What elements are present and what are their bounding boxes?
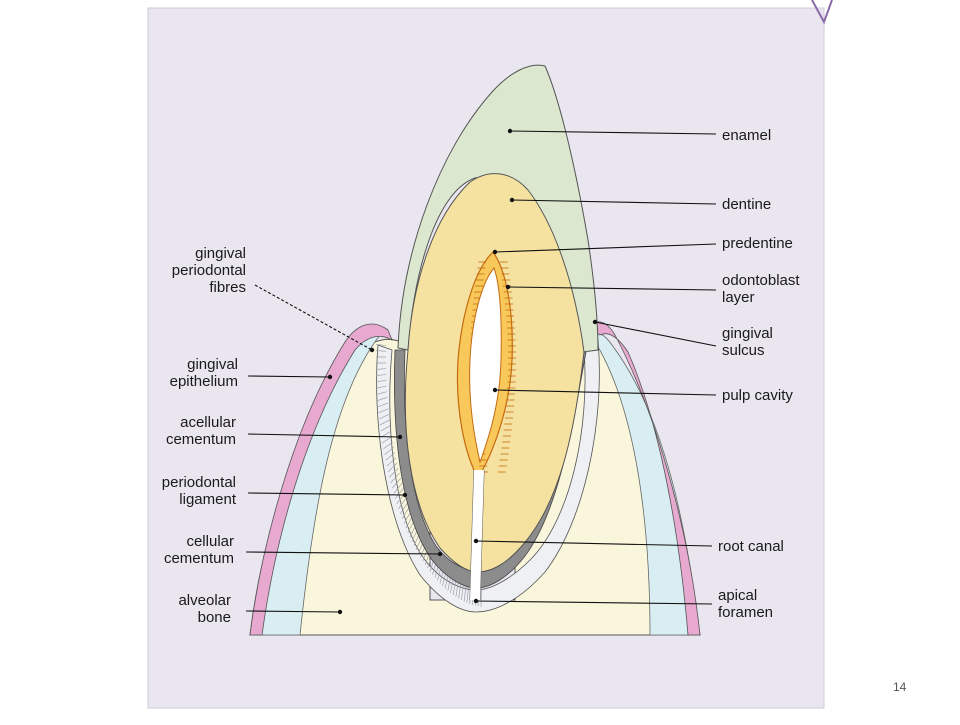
label-line: cellular	[186, 533, 234, 550]
label-line: layer	[722, 289, 755, 306]
label-line: cementum	[166, 431, 236, 448]
label-root-canal: root canal	[718, 538, 784, 555]
leader-dot-odontoblast	[506, 285, 510, 289]
label-line: cementum	[164, 550, 234, 567]
leader-dot-periodontal-ligament	[403, 493, 407, 497]
label-predentine: predentine	[722, 235, 793, 252]
label-line: pulp cavity	[722, 387, 793, 404]
page-number: 14	[893, 680, 907, 694]
label-enamel: enamel	[722, 127, 771, 144]
label-line: bone	[198, 609, 231, 626]
label-line: periodontal	[162, 474, 236, 491]
label-line: periodontal	[172, 262, 246, 279]
leader-dot-root-canal	[474, 539, 478, 543]
label-line: dentine	[722, 196, 771, 213]
leader-dot-cellular-cementum	[438, 552, 442, 556]
label-line: gingival	[195, 245, 246, 262]
leader-dot-dentine	[510, 198, 514, 202]
leader-dot-alveolar-bone	[338, 610, 342, 614]
leader-dot-apical-foramen	[474, 599, 478, 603]
label-line: predentine	[722, 235, 793, 252]
label-line: gingival	[187, 356, 238, 373]
leader-dot-pulp-cavity	[493, 388, 497, 392]
label-pulp-cavity: pulp cavity	[722, 387, 793, 404]
leader-dot-gingival-fibres	[370, 348, 374, 352]
label-line: alveolar	[178, 592, 231, 609]
label-line: odontoblast	[722, 272, 800, 289]
label-line: ligament	[179, 491, 237, 508]
label-line: gingival	[722, 325, 773, 342]
label-line: root canal	[718, 538, 784, 555]
leader-dot-enamel	[508, 129, 512, 133]
label-line: acellular	[180, 414, 236, 431]
label-line: foramen	[718, 604, 773, 621]
label-dentine: dentine	[722, 196, 771, 213]
label-line: epithelium	[170, 373, 238, 390]
leader-dot-gingival-epithelium	[328, 375, 332, 379]
leader-dot-predentine	[493, 250, 497, 254]
leader-dot-acellular-cementum	[398, 435, 402, 439]
leader-dot-gingival-sulcus	[593, 320, 597, 324]
label-line: apical	[718, 587, 757, 604]
label-line: fibres	[209, 279, 246, 296]
label-line: sulcus	[722, 342, 765, 359]
label-line: enamel	[722, 127, 771, 144]
